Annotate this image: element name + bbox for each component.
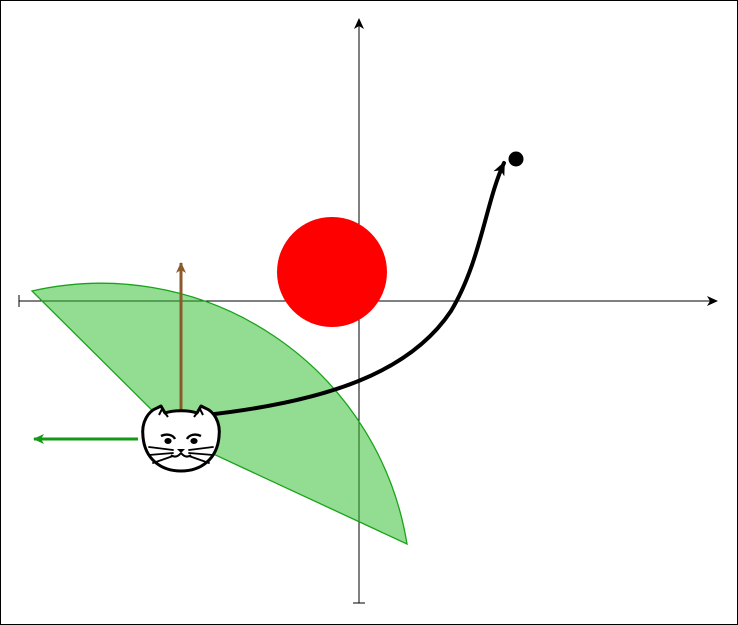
target-circle [277, 217, 387, 327]
cat-face-icon [141, 404, 221, 473]
goal-dot-icon [508, 151, 524, 167]
trajectory-path [204, 161, 506, 417]
